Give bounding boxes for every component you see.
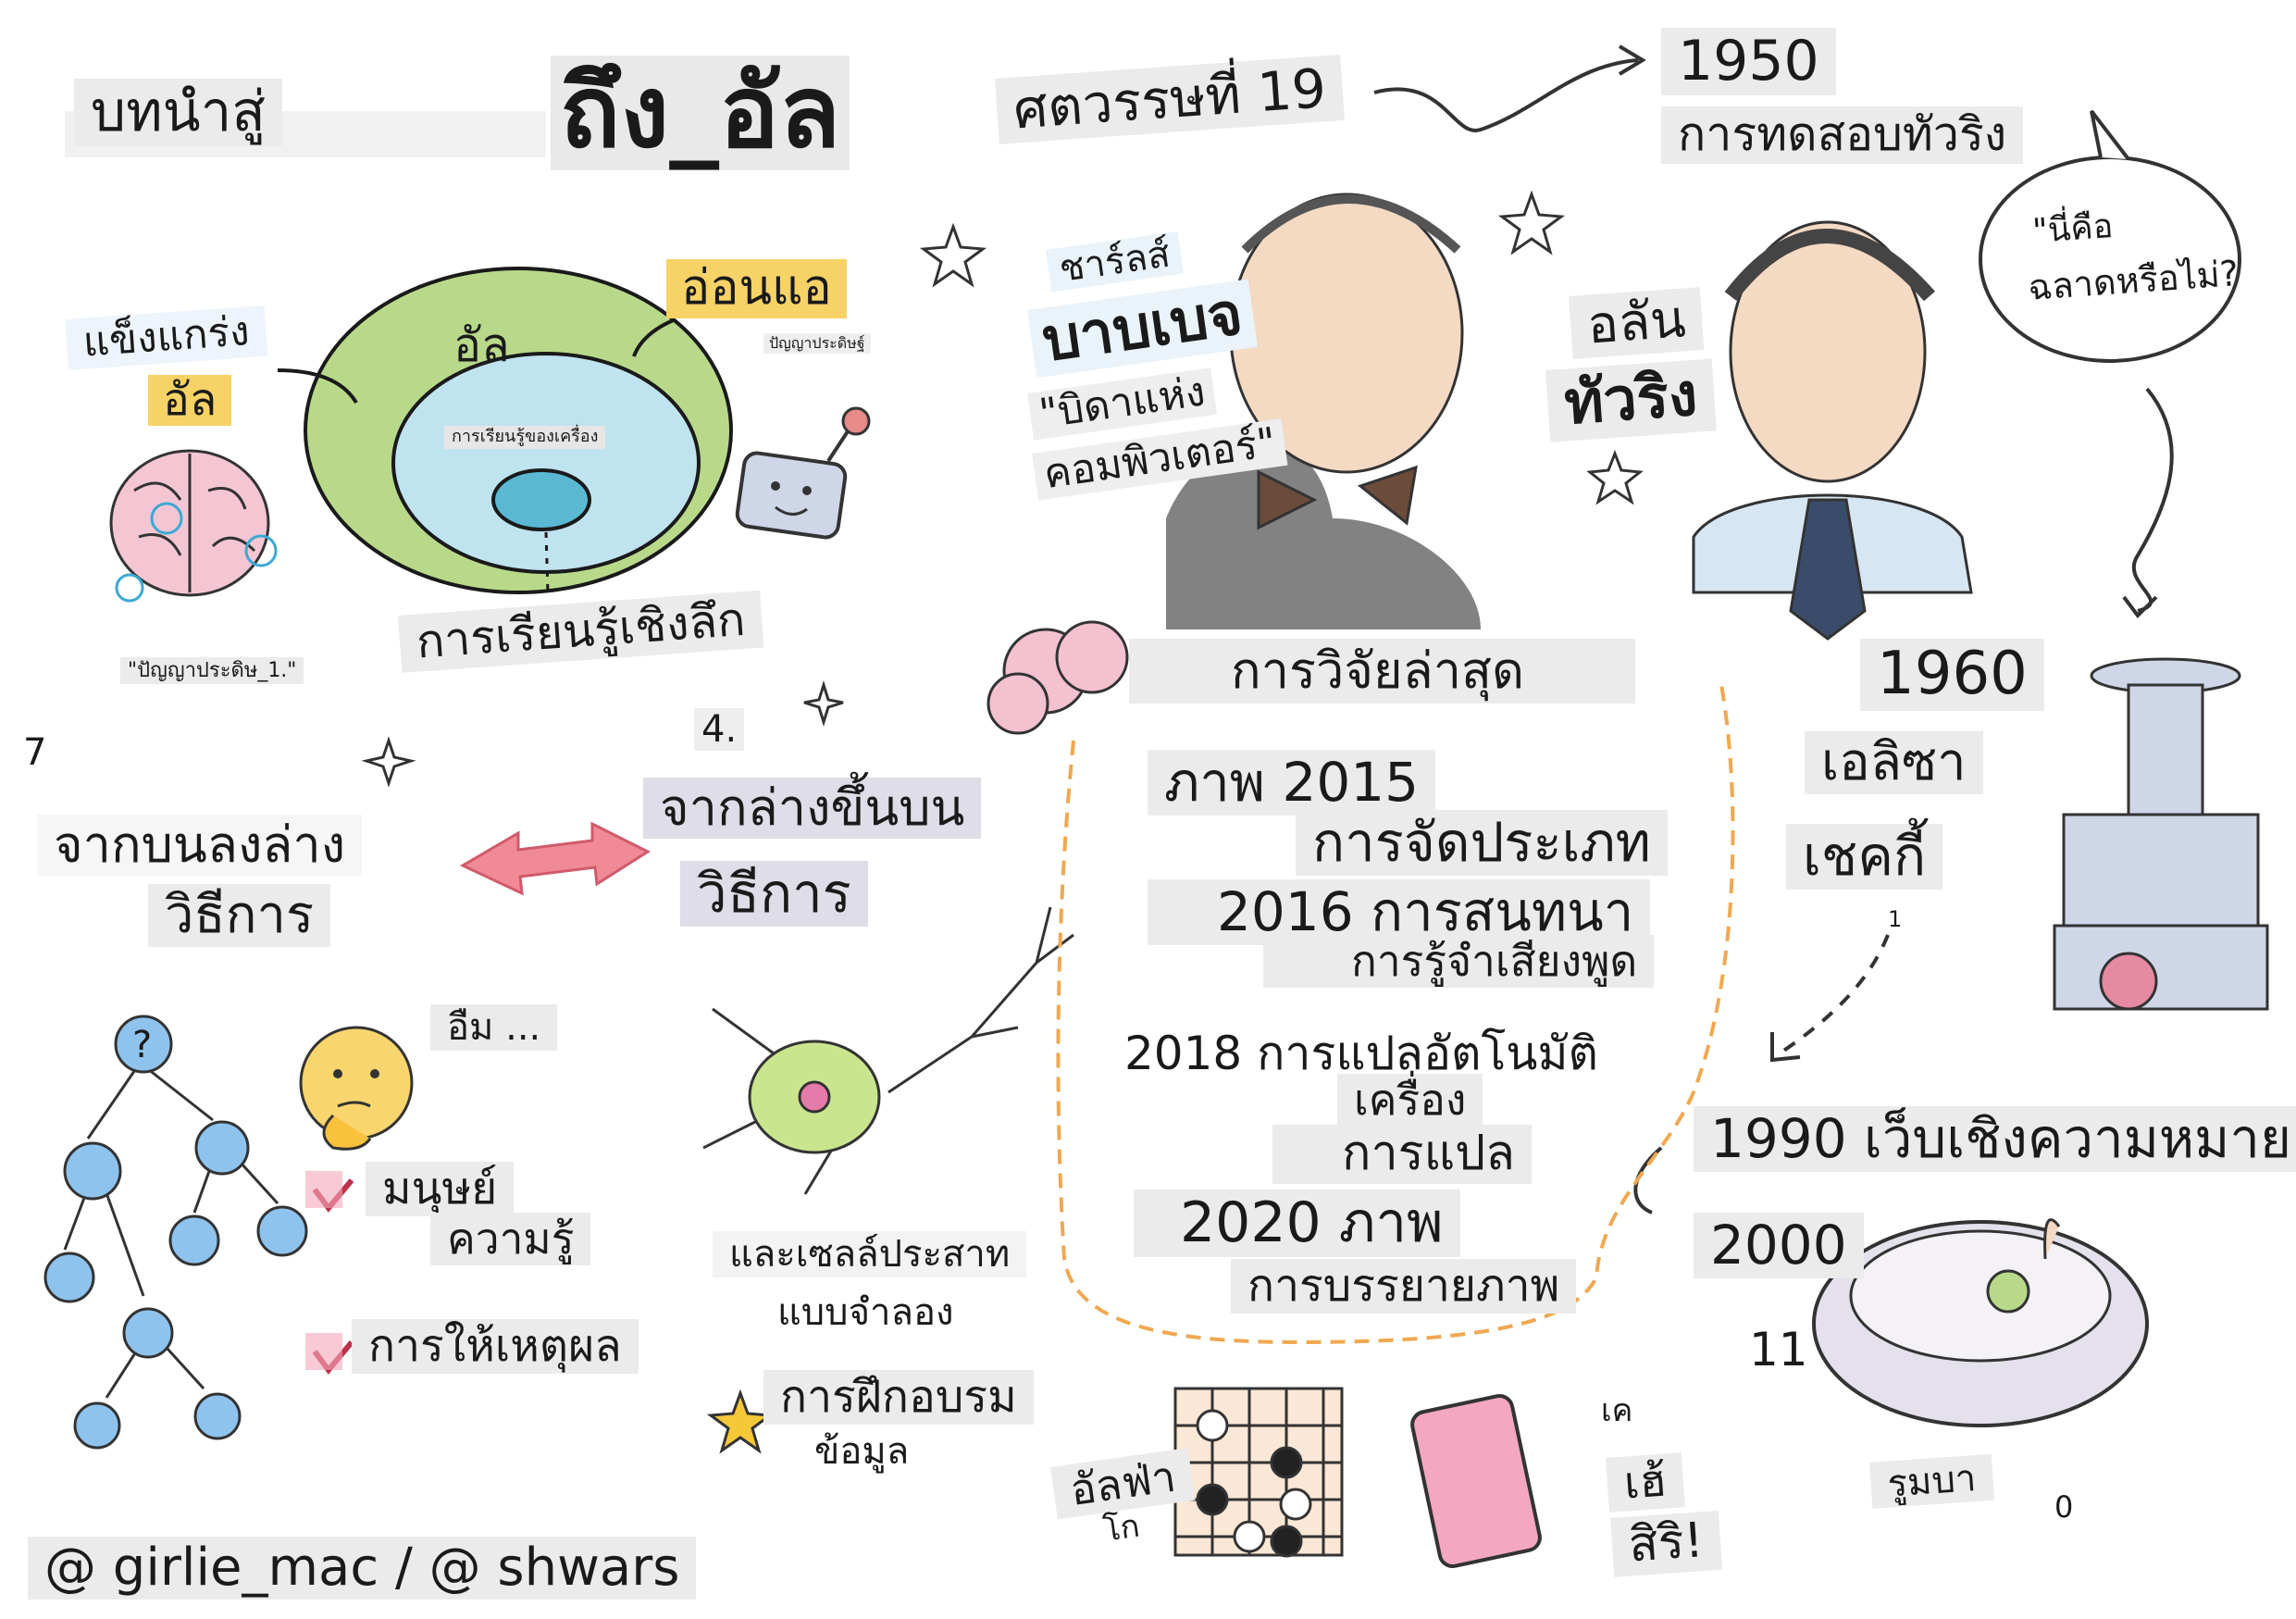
shakey-robot-icon: [2053, 657, 2269, 1011]
roomba-icon: [1812, 1218, 2149, 1427]
arrow-icon: [1373, 58, 1639, 132]
star-icon: [706, 1389, 775, 1454]
neuron-icon: [702, 906, 1074, 1195]
weak-ai-label: อ่อนแอ: [666, 259, 847, 318]
strong-ai-label-2: อัล: [148, 374, 232, 427]
knowledge-label: ความรู้: [430, 1213, 591, 1265]
weak-ai-sublabel: ปัญญาประดิษฐ์: [763, 333, 871, 355]
hey-label: เฮ้: [1606, 1452, 1685, 1513]
alan-label: อลัน: [1569, 287, 1705, 360]
author-credit: @ girlie_mac / @ shwars: [28, 1537, 697, 1600]
hmm-label: อืม ...: [430, 1004, 558, 1051]
star-icon: [361, 190, 1644, 788]
bubble-text: "นี่คือ: [2031, 206, 2115, 251]
brain-cloud-icon: [987, 620, 1129, 735]
year-1950: 1950: [1661, 28, 1836, 95]
svg-text:?: ?: [132, 1024, 152, 1066]
brain-icon: [109, 449, 278, 603]
year-1990: 1990 เว็บเชิงความหมาย: [1694, 1106, 2296, 1172]
year-2000: 2000: [1694, 1213, 1864, 1278]
research-2018: 2018 การแปลอัตโนมัติ: [1124, 1027, 1598, 1080]
zero-mark: 0: [2054, 1489, 2074, 1525]
research-2018-sub: เครื่อง: [1337, 1074, 1483, 1127]
top-down-label-2: วิธีการ: [148, 884, 331, 948]
research-2020: 2020 ภาพ: [1134, 1189, 1460, 1257]
shakey-label: เชคกี้: [1786, 824, 1943, 890]
research-2018-sub-2: การแปล: [1272, 1125, 1533, 1184]
title-prefix: บทนำสู่: [74, 79, 282, 146]
research-header: การวิจัยล่าสุด: [1129, 639, 1636, 704]
number-mark: 1: [1888, 906, 1903, 932]
research-2016-sub: การรู้จำเสียงพูด: [1263, 935, 1655, 988]
arrow-icon: [1633, 1146, 1663, 1214]
turing-portrait: [1692, 220, 1973, 641]
turing-test-label: การทดสอบทัวริง: [1661, 106, 2024, 164]
research-2016: 2016 การสนทนา: [1148, 879, 1651, 945]
alphago-label-2: โก: [1100, 1507, 1142, 1550]
roomba-label: รูมบา: [1869, 1453, 1994, 1509]
ke-mark: เค: [1601, 1392, 1633, 1429]
top-down-label: จากบนลงล่าง: [37, 815, 363, 877]
thinking-face-icon: [299, 1026, 414, 1151]
robot-screen-icon: [735, 406, 871, 540]
ml-circle-label: การเรียนรู้ของเครื่อง: [444, 426, 606, 449]
bottom-up-label: จากล่างขึ้นบน: [643, 778, 982, 840]
neurons-label-2: แบบจำลอง: [777, 1291, 954, 1334]
research-2015: ภาพ 2015: [1148, 750, 1436, 816]
research-2020-sub: การบรรยายภาพ: [1231, 1259, 1577, 1314]
eliza-label: เอลิซา: [1805, 731, 1983, 795]
research-2015-sub: การจัดประเภท: [1296, 810, 1668, 876]
turing-label: ทัวริง: [1545, 358, 1717, 442]
brain-caption: "ปัญญาประดิษ_1.": [120, 657, 304, 685]
training-label-2: ข้อมูล: [814, 1430, 910, 1473]
decision-tree-icon: ?: [43, 1015, 308, 1450]
research-box: [1056, 684, 1735, 1345]
arrow-icon: [1775, 934, 1890, 1057]
hey-label-2: สิริ!: [1610, 1510, 1722, 1577]
ai-circle-label: อัล: [453, 318, 510, 372]
human-label: มนุษย์: [366, 1162, 515, 1217]
number-mark: 11: [1749, 1323, 1808, 1376]
neurons-label: และเซลล์ประสาท: [713, 1231, 1027, 1277]
training-label: การฝึกอบรม: [763, 1370, 1034, 1426]
double-arrow-icon: [459, 821, 652, 896]
go-board-icon: [1173, 1387, 1344, 1558]
phone-icon: [1410, 1394, 1542, 1568]
reasoning-label: การให้เหตุผล: [352, 1319, 639, 1375]
page-title: ถึง_อัล: [551, 55, 850, 171]
year-1960: 1960: [1860, 639, 2044, 711]
number-mark: 4.: [694, 708, 745, 751]
number-mark: 7: [23, 731, 47, 774]
bottom-up-label-2: วิธีการ: [680, 861, 868, 927]
arrow-icon: [2131, 387, 2174, 613]
